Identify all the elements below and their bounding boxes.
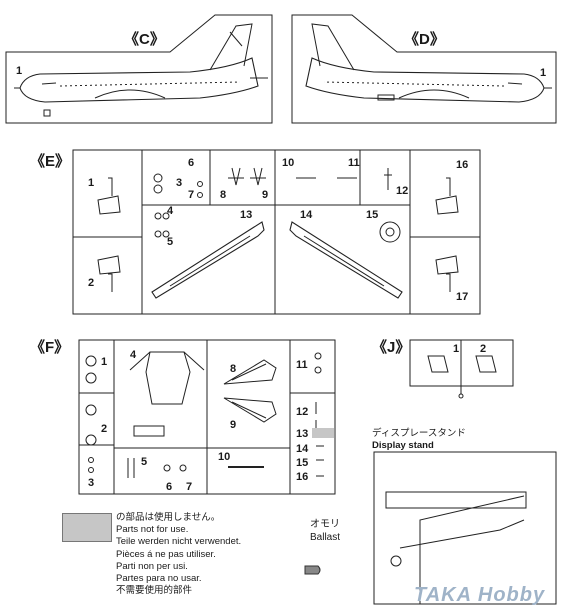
part-label-f4: 4 [130, 349, 137, 361]
part-label-e5: 5 [167, 236, 173, 248]
part-label-f10: 10 [218, 451, 230, 463]
sprue-j [409, 339, 514, 399]
sprue-d-frame [291, 14, 557, 124]
engine-part-e17 [435, 255, 459, 292]
part-label-f15: 15 [296, 457, 308, 469]
note-jp: の部品は使用しません。 [116, 512, 221, 523]
part-label-f2: 2 [101, 423, 107, 435]
part-label-f14: 14 [296, 443, 309, 455]
sprue-f [78, 339, 336, 495]
part-label-e11: 11 [348, 157, 360, 169]
engine-half-f9 [223, 397, 277, 423]
ballast-label-en: Ballast [309, 532, 340, 543]
fuselage-half-c [19, 57, 259, 103]
part-label-e17: 17 [456, 291, 468, 303]
ballast-label: オモリ Ballast [300, 518, 350, 544]
part-label-f13: 13 [296, 428, 308, 440]
part-label-e7: 7 [188, 189, 194, 201]
part-label-e13: 13 [240, 209, 252, 221]
wing-root-c [94, 89, 166, 99]
engine-part-e16 [435, 177, 459, 215]
part-label-e15: 15 [366, 209, 378, 221]
part-label-e6: 6 [188, 157, 194, 169]
sprue-e [72, 149, 481, 315]
part-label-e1: 1 [88, 177, 94, 189]
tail-fin-d [311, 23, 355, 71]
note-en: Parts not for use. [116, 524, 189, 536]
part-f13-highlight [312, 428, 334, 438]
part-label-e10: 10 [282, 157, 294, 169]
part-label-f6: 6 [166, 481, 172, 493]
not-used-note: の部品は使用しません。 Parts not for use. Teile wer… [116, 512, 241, 597]
section-title-c: 《C》 [124, 30, 165, 48]
part-label-e3: 3 [176, 177, 182, 189]
sprue-e-frame [72, 149, 481, 315]
section-title-j: 《J》 [372, 338, 410, 356]
part-label-f3: 3 [88, 477, 94, 489]
note-es: Partes para no usar. [116, 573, 202, 585]
part-label-j1: 1 [453, 343, 459, 355]
watermark: TAKA Hobby [414, 584, 546, 606]
part-label-e14: 14 [300, 209, 313, 221]
stand-hole [390, 555, 402, 567]
part-label-f7: 7 [186, 481, 192, 493]
part-label-f5: 5 [141, 456, 147, 468]
part-e3b [153, 184, 163, 194]
part-label-j2: 2 [480, 343, 486, 355]
engine-part-e2 [97, 255, 121, 292]
sprue-c-frame [5, 14, 273, 124]
ballast-label-jp: オモリ [310, 519, 340, 530]
note-fr: Pièces á ne pas utiliser. [116, 548, 216, 560]
stand-frame [373, 451, 557, 605]
stand-label: ディスプレースタンド Display stand [372, 428, 466, 452]
note-zh: 不需要使用的部件 [116, 585, 193, 597]
stabilizer-f4 [145, 351, 191, 405]
part-label-e16: 16 [456, 159, 468, 171]
gear-door-j1 [427, 355, 449, 373]
part-label-f16: 16 [296, 471, 308, 483]
part-label-e2: 2 [88, 277, 94, 289]
engine-part-e1 [97, 177, 121, 215]
section-title-e: 《E》 [30, 152, 70, 170]
part-label-e12: 12 [396, 185, 408, 197]
part-label-f1: 1 [101, 356, 107, 368]
note-it: Parti non per usi. [116, 560, 188, 572]
part-e3a [153, 173, 163, 183]
note-de: Teile werden nicht verwendet. [116, 536, 242, 548]
sprue-d [291, 14, 557, 124]
part-label-f12: 12 [296, 406, 308, 418]
part-label-d1: 1 [540, 67, 546, 79]
wing-e14 [289, 221, 403, 299]
logo-tag-f [133, 425, 165, 437]
engine-fan-e15 [379, 221, 401, 243]
stand-label-en: Display stand [372, 440, 434, 451]
part-label-f9: 9 [230, 419, 236, 431]
engine-half-f8 [223, 359, 277, 385]
part-label-c1: 1 [16, 65, 22, 77]
part-label-f11: 11 [296, 359, 308, 371]
part-label-e8: 8 [220, 189, 226, 201]
part-label-f8: 8 [230, 363, 236, 375]
tab-c [43, 109, 51, 117]
section-title-d: 《D》 [404, 30, 445, 48]
tab-d [377, 94, 395, 101]
part-label-e4: 4 [167, 205, 174, 217]
stand-top-plate [385, 491, 527, 509]
tail-fin-c [209, 23, 253, 71]
sprue-c [5, 14, 273, 124]
wing-root-d [398, 89, 470, 99]
ballast-icon [304, 565, 321, 575]
gear-door-j2 [475, 355, 497, 373]
ballast-part [304, 565, 321, 575]
section-title-f: 《F》 [30, 338, 69, 356]
fuselage-half-d [305, 57, 545, 103]
stand-label-jp: ディスプレースタンド [372, 428, 466, 439]
display-stand [373, 451, 557, 605]
wing-e13 [151, 221, 265, 299]
part-label-e9: 9 [262, 189, 268, 201]
not-used-swatch [62, 513, 112, 542]
